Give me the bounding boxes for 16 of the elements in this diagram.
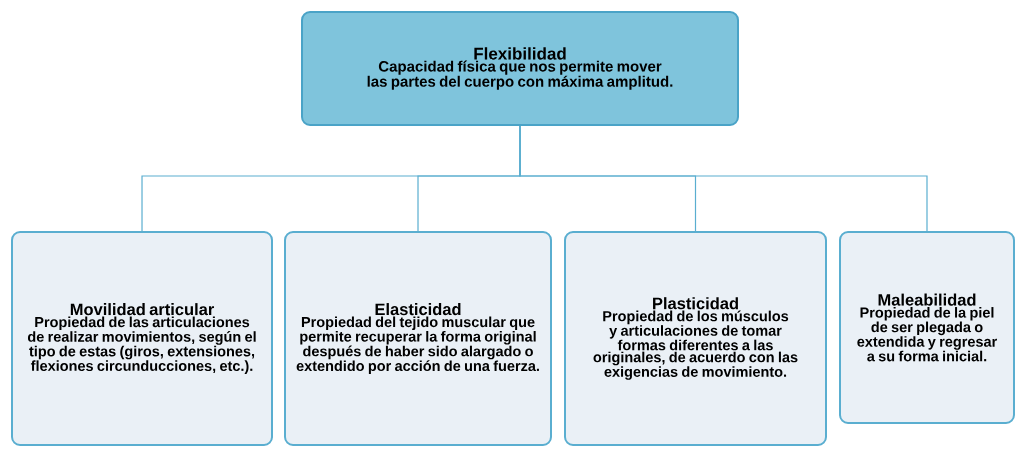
box-title: Movilidad articular — [70, 303, 215, 316]
box-title: Elasticidad — [375, 303, 461, 316]
box-title: Flexibilidad — [474, 47, 566, 60]
box-description: Propiedad del tejido muscular que permite recuperar la forma original después de haber sido alargado o extendido por acción de una fuerza. — [296, 316, 539, 374]
concept-box — [564, 231, 827, 446]
concept-box — [284, 231, 552, 446]
box-description: Propiedad de la piel de ser plegada o extendida y regresar a su forma inicial. — [857, 307, 997, 362]
box-description: Propiedad de las articulaciones de realizar movimientos, según el tipo de estas (giros, extensiones, flexiones circunducciones, etc.). — [27, 316, 256, 374]
box-description: Capacidad física que nos permite mover las partes del cuerpo con máxima amplitud. — [367, 60, 673, 90]
box-description: Propiedad de los músculos y articulaciones de tomar formas diferentes a las originales, de acuerdo con las exigencias de movimiento. — [593, 310, 798, 380]
concept-box — [11, 231, 273, 446]
connector-line — [519, 125, 928, 232]
concept-box — [839, 231, 1015, 424]
box-title: Plasticidad — [653, 297, 738, 310]
box-title: Maleabilidad — [878, 293, 976, 306]
concept-box — [301, 11, 739, 126]
